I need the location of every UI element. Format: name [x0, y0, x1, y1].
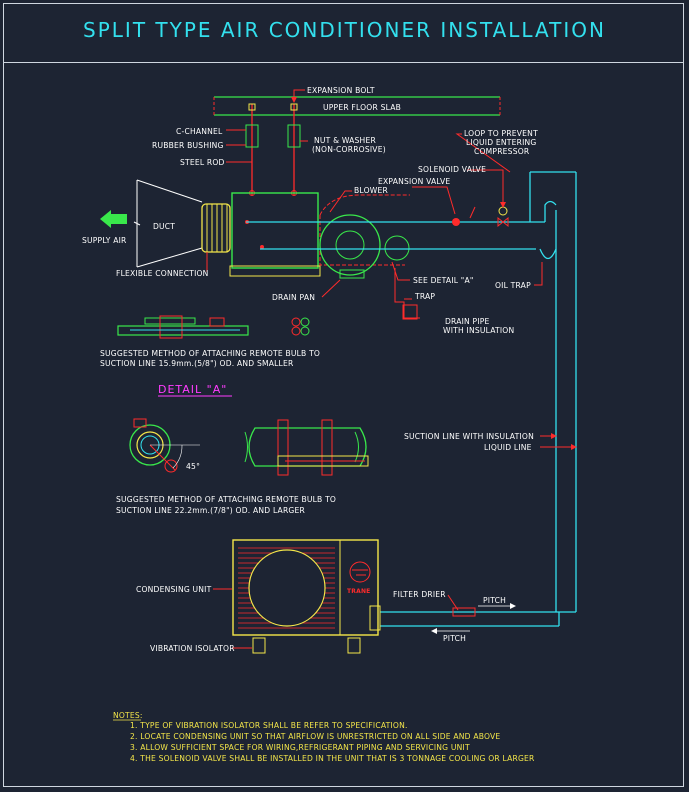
title-divider	[3, 62, 684, 63]
label-loop-3: COMPRESSOR	[474, 147, 530, 156]
label-c-channel: C-CHANNEL	[176, 127, 223, 136]
label-loop-1: LOOP TO PREVENT	[464, 129, 538, 138]
label-rubber-bushing: RUBBER BUSHING	[152, 141, 224, 150]
filter-drier	[452, 607, 476, 617]
note-item-2: 2. LOCATE CONDENSING UNIT SO THAT AIRFLO…	[130, 732, 500, 741]
label-flexible-connection: FLEXIBLE CONNECTION	[116, 269, 209, 278]
leader-lines	[206, 89, 577, 649]
label-solenoid-valve: SOLENOID VALVE	[418, 165, 486, 174]
note-item-1: 1. TYPE OF VIBRATION ISOLATOR SHALL BE R…	[130, 721, 408, 730]
page-title: SPLIT TYPE AIR CONDITIONER INSTALLATION	[83, 18, 606, 42]
label-steel-rod: STEEL ROD	[180, 158, 225, 167]
upper-floor-slab	[213, 96, 501, 116]
label-vibration-isolator: VIBRATION ISOLATOR	[150, 644, 235, 653]
label-filter-drier: FILTER DRIER	[393, 590, 446, 599]
blower	[319, 194, 410, 279]
label-loop-2: LIQUID ENTERING	[466, 138, 537, 147]
refrigerant-piping	[246, 171, 577, 627]
label-with-insulation: WITH INSULATION	[443, 326, 514, 335]
detail-a-elevation	[244, 419, 369, 476]
label-suction-line: SUCTION LINE WITH INSULATION	[404, 432, 534, 441]
label-expansion-bolt: EXPANSION BOLT	[307, 86, 375, 95]
label-upper-floor-slab: UPPER FLOOR SLAB	[323, 103, 401, 112]
note-item-3: 3. ALLOW SUFFICIENT SPACE FOR WIRING,REF…	[130, 743, 470, 752]
label-supply-air: SUPPLY AIR	[82, 236, 127, 245]
label-angle: 45°	[186, 462, 200, 471]
label-trap: TRAP	[414, 292, 435, 301]
condensing-unit	[232, 539, 381, 636]
label-suggest-large-1: SUGGESTED METHOD OF ATTACHING REMOTE BUL…	[116, 495, 336, 504]
label-duct: DUCT	[153, 222, 175, 231]
label-nut-washer: NUT & WASHER	[314, 136, 376, 145]
label-non-corrosive: (NON-CORROSIVE)	[312, 145, 386, 154]
label-pitch-top: PITCH	[483, 596, 506, 605]
label-drain-pipe: DRAIN PIPE	[445, 317, 490, 326]
label-oil-trap: OIL TRAP	[495, 281, 531, 290]
label-see-detail: SEE DETAIL "A"	[413, 276, 474, 285]
label-suggest-large-2: SUCTION LINE 22.2mm.(7/8") OD. AND LARGE…	[116, 506, 306, 515]
fan-coil-unit	[229, 192, 321, 277]
note-item-4: 4. THE SOLENOID VALVE SHALL BE INSTALLED…	[130, 754, 535, 763]
label-pitch-bottom: PITCH	[443, 634, 466, 643]
label-suggest-small-1: SUGGESTED METHOD OF ATTACHING REMOTE BUL…	[100, 349, 320, 358]
drain-pipe	[394, 268, 420, 320]
drawing-frame	[3, 3, 684, 787]
flexible-connection	[201, 203, 231, 253]
label-condensing-unit: CONDENSING UNIT	[136, 585, 212, 594]
supply-air-arrow-icon	[100, 210, 127, 228]
expansion-valve	[452, 218, 460, 226]
solenoid-valve	[497, 206, 509, 228]
hanger-rods	[245, 103, 301, 196]
brand-logo-text: TRANE	[347, 588, 370, 595]
label-drain-pan: DRAIN PAN	[272, 293, 315, 302]
detail-a-section	[129, 418, 200, 473]
notes-heading: NOTES:	[113, 711, 143, 720]
label-liquid-line: LIQUID LINE	[484, 443, 532, 452]
vibration-isolators	[252, 637, 361, 654]
label-suggest-small-2: SUCTION LINE 15.9mm.(5/8") OD. AND SMALL…	[100, 359, 294, 368]
detail-a-heading: DETAIL "A"	[158, 383, 227, 396]
label-blower: BLOWER	[354, 186, 388, 195]
label-expansion-valve: EXPANSION VALVE	[378, 177, 450, 186]
supply-duct	[133, 179, 203, 268]
bulb-attachment-small	[117, 315, 310, 339]
